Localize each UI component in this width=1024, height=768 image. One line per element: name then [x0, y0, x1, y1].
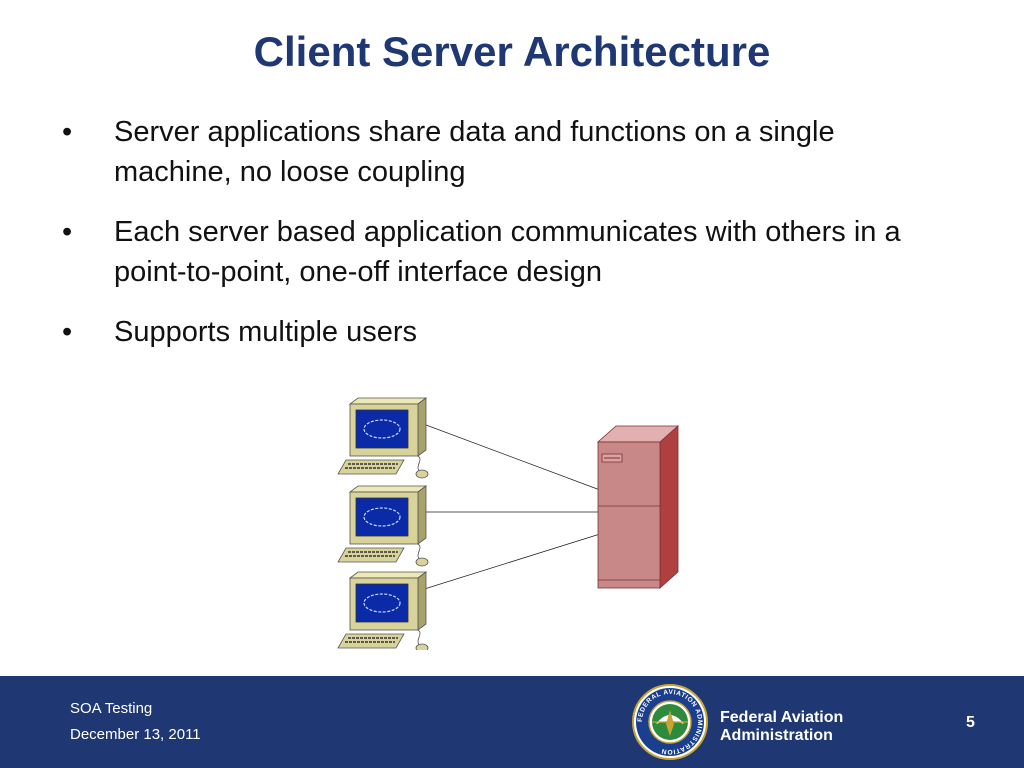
client-computer-icon	[337, 485, 429, 567]
footer-date: December 13, 2011	[70, 726, 201, 743]
bullet-list: • Server applications share data and fun…	[62, 112, 942, 372]
server-icon	[596, 425, 680, 589]
client-computer-icon	[337, 397, 429, 479]
bullet-marker: •	[62, 216, 73, 248]
client-server-diagram	[337, 397, 680, 650]
footer-org-line2: Administration	[720, 727, 833, 744]
link-line	[401, 415, 601, 491]
client-computer-icon	[337, 571, 429, 650]
faa-seal-icon: FEDERAL AVIATION ADMINISTRATION	[632, 684, 708, 760]
bullet-item: • Server applications share data and fun…	[62, 112, 942, 192]
bullet-item: • Each server based application communic…	[62, 212, 942, 292]
bullet-item: • Supports multiple users	[62, 312, 942, 352]
bullet-text: Supports multiple users	[114, 316, 418, 348]
slide-title: Client Server Architecture	[253, 28, 771, 75]
link-line	[401, 533, 601, 597]
footer-bar: SOA Testing December 13, 2011 FEDERAL AV…	[0, 676, 1024, 768]
page-number: 5	[966, 714, 975, 731]
bullet-marker: •	[62, 316, 73, 348]
footer-org-line1: Federal Aviation	[720, 709, 844, 726]
footer-project: SOA Testing	[70, 700, 153, 717]
bullet-marker: •	[62, 116, 73, 148]
bullet-text: Each server based application communicat…	[114, 216, 901, 288]
bullet-text: Server applications share data and funct…	[114, 116, 835, 188]
